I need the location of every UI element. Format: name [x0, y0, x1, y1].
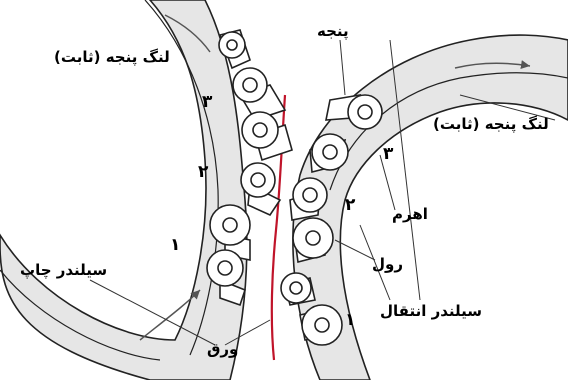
- number-right-2: ۲: [345, 197, 355, 214]
- label-lever: اهرم: [392, 207, 428, 222]
- number-right-1: ۱: [345, 312, 355, 329]
- label-gripper: پنجه: [317, 24, 349, 39]
- number-left-2: ۲: [198, 164, 208, 181]
- number-left-3: ۳: [202, 94, 212, 111]
- right-gripper-1a: [281, 273, 315, 305]
- label-transfer-cylinder: سیلندر انتقال: [380, 304, 482, 319]
- left-gripper-2b: [241, 163, 280, 215]
- number-right-3: ۳: [383, 146, 393, 163]
- label-fixed-gripper-right: لنگ پنجه (ثابت): [433, 117, 549, 132]
- label-fixed-gripper-left: لنگ پنجه (ثابت): [54, 50, 170, 65]
- label-sheet: ورق: [207, 342, 238, 357]
- label-print-cylinder: سیلندر چاپ: [20, 263, 107, 278]
- label-roller: رول: [372, 257, 403, 272]
- number-left-1: ۱: [170, 237, 180, 254]
